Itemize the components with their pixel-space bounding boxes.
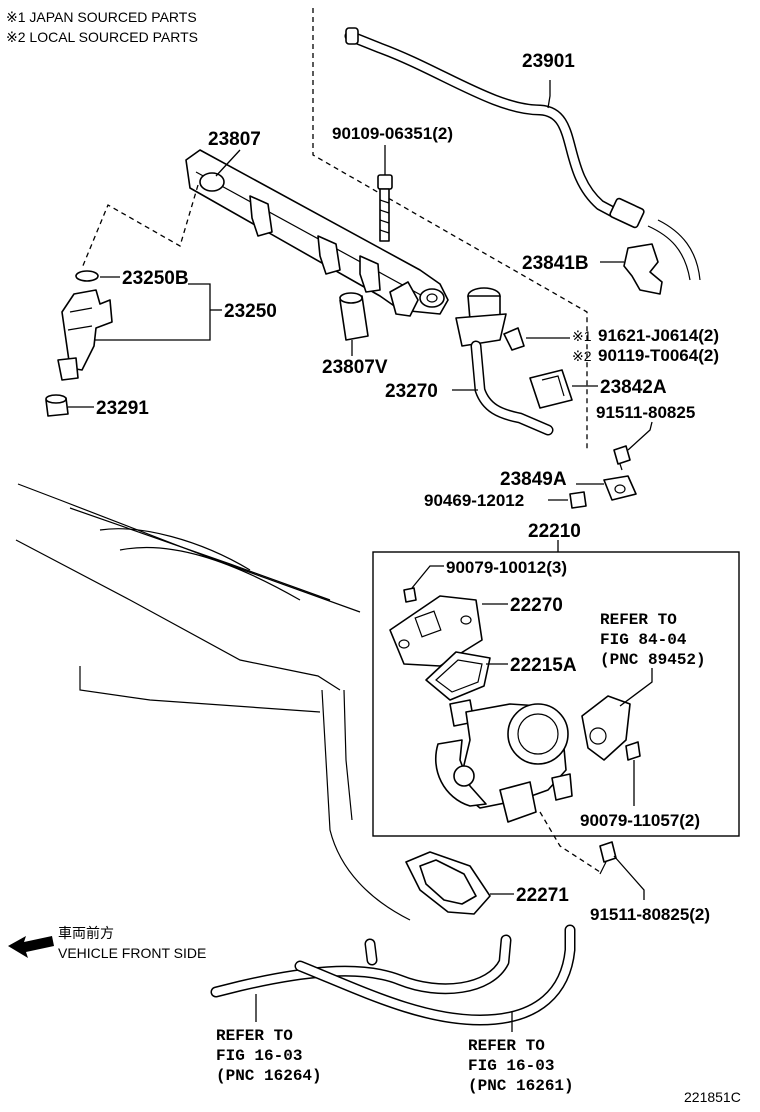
bolt-91511-lower[interactable] [599, 841, 617, 875]
throttle-body[interactable] [434, 699, 573, 823]
label-91511-lower: 91511-80825(2) [590, 905, 710, 924]
label-23807: 23807 [208, 129, 261, 150]
label-90109: 90109-06351(2) [332, 124, 453, 143]
label-22210: 22210 [528, 521, 581, 542]
lower-hoses[interactable] [210, 924, 576, 1026]
dashed-link-bolt [539, 811, 601, 873]
dashed-link-injector [81, 184, 199, 269]
label-23270: 23270 [385, 381, 438, 402]
ref-84-04-line2: FIG 84-04 [600, 631, 687, 649]
leader-23901 [547, 80, 551, 109]
label-90119: 90119-T0064(2) [598, 346, 719, 365]
sensor-22270[interactable] [389, 595, 483, 667]
clip-90469[interactable] [569, 491, 587, 509]
o-ring-23250B[interactable] [75, 270, 99, 282]
note-japan-sourced: ※1 JAPAN SOURCED PARTS [6, 9, 197, 25]
protector-23291[interactable] [45, 394, 69, 417]
label-23842A: 23842A [600, 377, 667, 398]
label-23807V: 23807V [322, 357, 388, 378]
figure-id: 221851C [684, 1089, 741, 1105]
leader-91511-lower [613, 855, 645, 900]
label-90469: 90469-12012 [424, 491, 524, 510]
bolt-91621[interactable] [503, 327, 525, 351]
marker-japan: ※1 [572, 328, 592, 344]
label-23250B: 23250B [122, 268, 189, 289]
front-label-jp: 車両前方 [58, 925, 114, 941]
leader-23807 [215, 149, 241, 177]
leader-90079-10012 [411, 565, 444, 589]
leader-91511-upper [627, 421, 653, 451]
injector-23250[interactable] [57, 289, 113, 381]
vehicle-front-arrow [8, 936, 54, 958]
label-23841B: 23841B [522, 253, 589, 274]
throttle-body-assembly-box [372, 551, 740, 837]
label-91511-upper: 91511-80825 [596, 403, 695, 422]
bracket-23849A[interactable] [603, 475, 637, 501]
regulator-23270[interactable] [455, 287, 554, 436]
fuel-rail-23807[interactable] [185, 149, 449, 317]
fuel-hose-23901[interactable] [344, 27, 701, 281]
insulator-23807V[interactable] [339, 292, 369, 341]
dashed-boundary-upper [312, 8, 588, 452]
ref-16261-line2: FIG 16-03 [468, 1057, 554, 1075]
ref-16264-line3: (PNC 16264) [216, 1067, 322, 1085]
ref-16264-line2: FIG 16-03 [216, 1047, 302, 1065]
screw-90079-10012[interactable] [403, 587, 417, 603]
gasket-22215A[interactable] [425, 651, 491, 701]
front-label-en: VEHICLE FRONT SIDE [58, 945, 206, 961]
ref-16261-line1: REFER TO [468, 1037, 545, 1055]
ref-84-04-line1: REFER TO [600, 611, 677, 629]
label-90079-11057: 90079-11057(2) [580, 811, 700, 830]
ref-16264-line1: REFER TO [216, 1027, 293, 1045]
engine-outline [15, 483, 411, 921]
bolt-91511-upper[interactable] [613, 445, 631, 471]
ref-16261-line3: (PNC 16261) [468, 1077, 574, 1095]
label-23250: 23250 [224, 301, 277, 322]
label-90079-10012: 90079-10012(3) [446, 558, 567, 577]
label-23849A: 23849A [500, 469, 567, 490]
screw-90079-11057[interactable] [625, 741, 641, 761]
label-23291: 23291 [96, 398, 149, 419]
label-22271: 22271 [516, 885, 569, 906]
label-23901: 23901 [522, 51, 575, 72]
throttle-position-sensor[interactable] [581, 695, 631, 761]
ref-84-04-line3: (PNC 89452) [600, 651, 706, 669]
bolt-90109[interactable] [377, 174, 393, 242]
label-22270: 22270 [510, 595, 563, 616]
cushion-23842A[interactable] [529, 369, 573, 409]
marker-local: ※2 [572, 348, 592, 364]
clamp-23841B[interactable] [623, 243, 663, 295]
leader-23250 [94, 283, 211, 341]
label-22215A: 22215A [510, 655, 577, 676]
gasket-22271[interactable] [405, 851, 491, 915]
leader-ref-84-04 [619, 668, 653, 707]
note-local-sourced: ※2 LOCAL SOURCED PARTS [6, 29, 198, 45]
label-91621: 91621-J0614(2) [598, 326, 719, 345]
